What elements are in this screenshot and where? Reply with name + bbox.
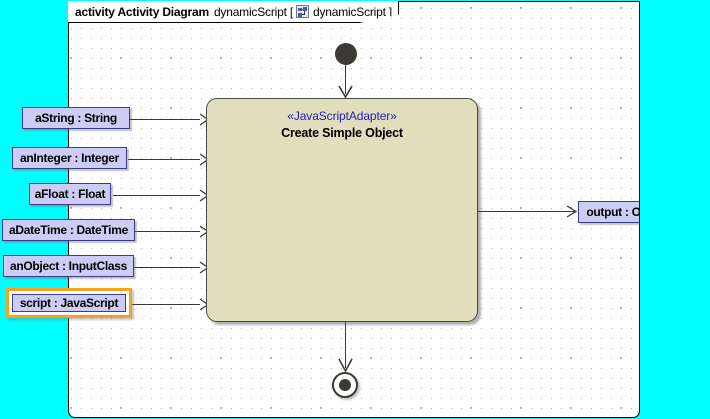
- input-pin-script-selection[interactable]: script : JavaScript: [6, 288, 132, 318]
- activity-action-node[interactable]: «JavaScriptAdapter» Create Simple Object: [206, 98, 478, 322]
- activity-final-node[interactable]: [332, 372, 358, 398]
- activity-stereotype-label: «JavaScriptAdapter»: [287, 109, 397, 123]
- input-pin-adatetime[interactable]: aDateTime : DateTime: [2, 219, 135, 241]
- input-pin-anobject[interactable]: anObject : InputClass: [3, 255, 134, 277]
- edge-output: [478, 211, 575, 213]
- output-pin-label: output : OutputClass: [586, 205, 640, 219]
- input-pin-afloat[interactable]: aFloat : Float: [29, 183, 111, 205]
- activity-name-label: Create Simple Object: [281, 126, 403, 140]
- input-pin-label: aString : String: [35, 111, 117, 125]
- input-pin-aninteger[interactable]: anInteger : Integer: [12, 147, 127, 169]
- input-pin-label: anInteger : Integer: [20, 151, 119, 165]
- activity-diagram-frame[interactable]: «JavaScriptAdapter» Create Simple Object…: [68, 1, 640, 418]
- input-pin-label: aDateTime : DateTime: [9, 223, 128, 237]
- diagram-frame-title-tab[interactable]: activity Activity Diagram dynamicScript …: [68, 1, 400, 23]
- output-pin-output[interactable]: output : OutputClass: [578, 201, 640, 223]
- edge-script: [129, 304, 200, 306]
- input-pin-label: script : JavaScript: [19, 296, 119, 310]
- edge-astring: [130, 119, 200, 121]
- initial-node[interactable]: [335, 43, 357, 65]
- frame-name-label: dynamicScript [: [213, 4, 293, 19]
- edge-afloat: [113, 195, 200, 197]
- input-pin-label: aFloat : Float: [34, 187, 106, 201]
- edge-activity-to-final: [345, 322, 347, 368]
- input-pin-script[interactable]: script : JavaScript: [12, 294, 126, 312]
- edge-aninteger: [128, 159, 200, 161]
- edge-initial-to-activity: [345, 64, 347, 94]
- frame-keyword-label: activity Activity Diagram: [75, 4, 209, 19]
- input-pin-astring[interactable]: aString : String: [22, 107, 130, 129]
- input-pin-label: anObject : InputClass: [9, 259, 128, 273]
- edge-anobject: [131, 267, 200, 269]
- activity-diagram-icon: [295, 5, 309, 18]
- edge-adatetime: [133, 231, 200, 233]
- frame-qualifier-label: dynamicScript ]: [312, 4, 393, 19]
